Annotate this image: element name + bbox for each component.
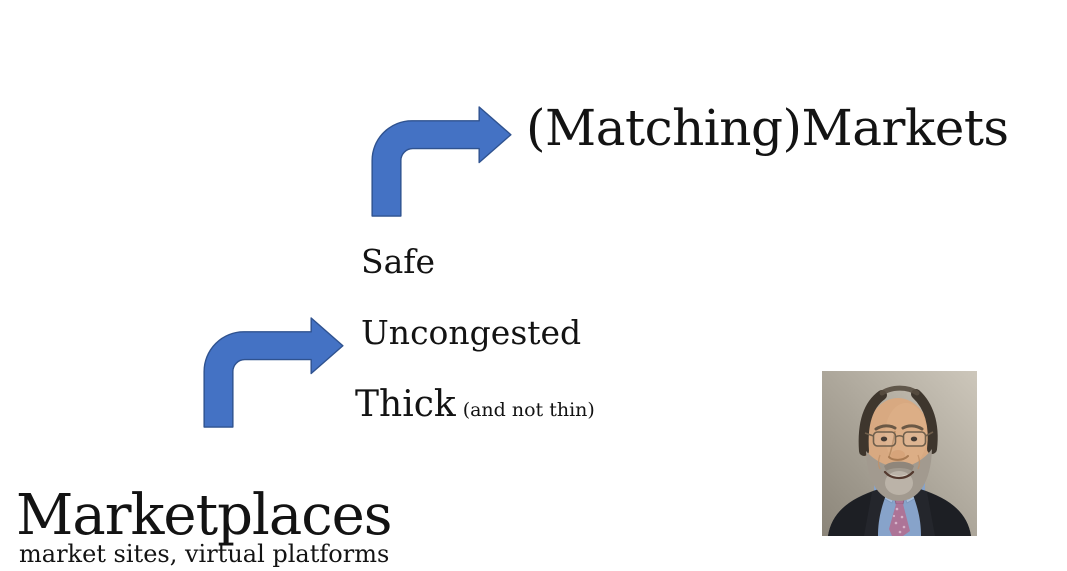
eye-right: [910, 436, 918, 442]
bent-arrow-shape: [371, 106, 512, 217]
eye-left: [880, 436, 888, 442]
glasses-icon: [864, 431, 934, 447]
hair-top: [879, 385, 920, 396]
label-thick-main: Thick: [355, 384, 456, 425]
bent-arrow-icon-bottom: [203, 317, 344, 428]
label-thick-note: (and not thin): [462, 399, 595, 421]
label-marketplaces-subtitle: market sites, virtual platforms: [19, 540, 390, 568]
label-marketplaces: Marketplaces: [16, 483, 392, 548]
hair-right: [911, 389, 938, 454]
teeth: [888, 473, 910, 477]
bent-arrow-shape: [203, 317, 344, 428]
hair-left: [858, 390, 887, 456]
mustache: [884, 461, 914, 471]
cheek-line-left: [877, 454, 881, 470]
portrait-photo: [822, 371, 977, 536]
nose-tip: [891, 450, 905, 460]
smile: [883, 470, 915, 480]
label-thick: Thick (and not thin): [355, 387, 595, 423]
cheek-line-right: [917, 454, 921, 470]
eyebrow-left: [874, 424, 897, 431]
label-safe: Safe: [361, 242, 436, 281]
nostrils: [888, 455, 909, 461]
bent-arrow-icon-top: [371, 106, 512, 217]
tie-pattern: [892, 507, 906, 534]
label-uncongested: Uncongested: [361, 313, 582, 352]
suit-shoulder-left: [828, 492, 872, 536]
suit-shoulder-right: [927, 492, 971, 536]
eyebrow-right: [901, 424, 924, 431]
heading-matching-markets: (Matching)Markets: [526, 99, 1009, 157]
